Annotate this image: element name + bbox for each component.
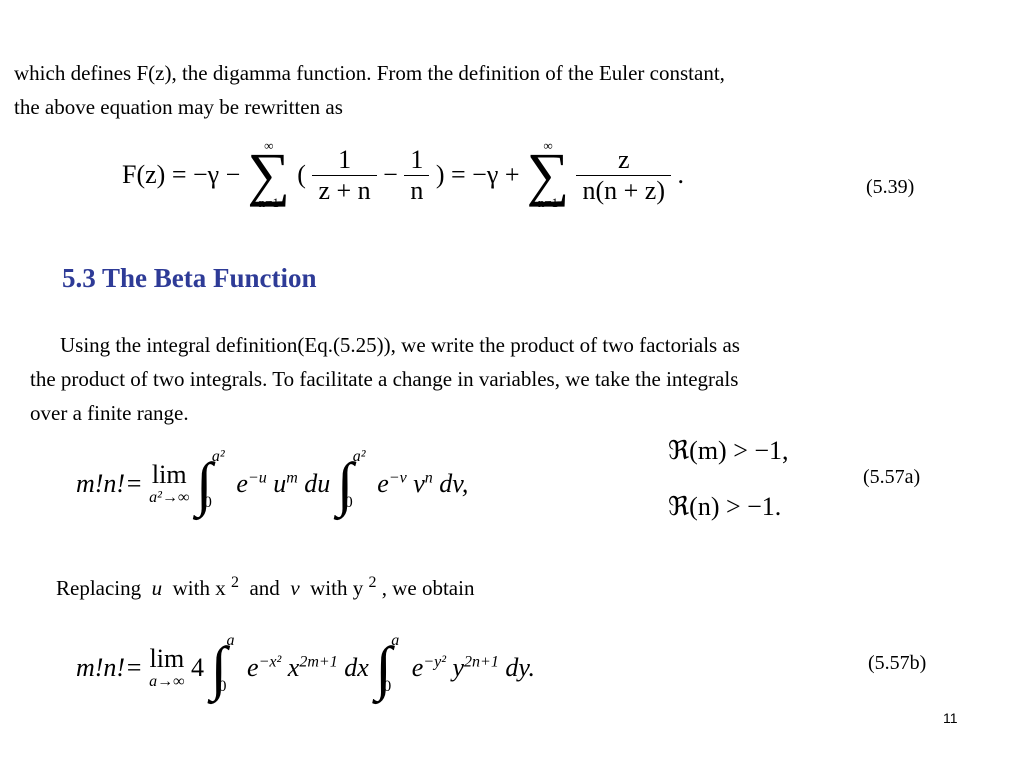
eq557a-condition-2: ℜ(n) > −1. [668, 492, 782, 521]
eq557b-e1: e [247, 653, 259, 682]
eq539-frac3-num: z [617, 144, 630, 174]
eq557a-exp-m: m [286, 469, 298, 487]
eq557a-u: u [273, 469, 287, 498]
eq539-sum1-top: ∞ [264, 138, 274, 153]
eq557b-dy: dy. [505, 653, 535, 682]
eq539-lhs: F(z) = −γ − [122, 160, 241, 189]
replace-text-5: , we obtain [381, 576, 475, 600]
eq557b-int1-lower: 0 [218, 678, 227, 695]
eq557a-integral-2: ∫ a² 0 [336, 448, 371, 517]
eq557a-condition-1: ℜ(m) > −1, [668, 436, 789, 465]
replace-sup-1: 2 [230, 574, 239, 591]
eq539-label: (5.39) [866, 176, 915, 198]
para-line-3: over a finite range. [30, 401, 189, 425]
eq539-period: . [677, 160, 685, 189]
eq557b-exp-y: 2n+1 [464, 653, 499, 671]
eq539-fraction-1: 1 z + n [312, 144, 377, 206]
section-heading: 5.3 The Beta Function [62, 263, 317, 293]
para-line-1: Using the integral definition(Eq.(5.25))… [60, 333, 740, 357]
eq557a-integrand-2: e−v vn dv, [377, 469, 468, 499]
eq539-frac2-num: 1 [410, 144, 424, 174]
equation-5-39: F(z) = −γ − ∞ ∑ n=1 ( 1 z + n − 1 n ) = … [122, 138, 685, 220]
eq557b-y: y [452, 653, 465, 682]
eq539-sum-2: ∞ ∑ n=1 [526, 138, 570, 210]
replace-text-4: with y [310, 576, 364, 600]
eq557a-exp2: −v [388, 469, 407, 487]
eq557b-int2-lower: 0 [383, 678, 392, 695]
eq557b-dx: dx [344, 653, 369, 682]
eq539-frac3-den: n(n + z) [576, 174, 672, 206]
eq539-fraction-3: z n(n + z) [576, 144, 672, 206]
eq557a-e1: e [236, 469, 248, 498]
eq557b-integral-2: ∫ a 0 [375, 632, 405, 701]
replace-u: u [151, 576, 163, 600]
eq539-minus: − [383, 160, 398, 189]
page-number: 11 [943, 710, 958, 726]
eq557b-exp1: −x² [258, 653, 282, 671]
eq557a-exp1: −u [247, 469, 267, 487]
eq557a-int1-lower: 0 [203, 494, 212, 511]
eq557b-label: (5.57b) [868, 652, 927, 674]
eq557a-du: du [304, 469, 331, 498]
eq557b-integrand-1: e−x² x2m+1 dx [247, 653, 369, 683]
eq539-sum2-bottom: n=1 [537, 195, 559, 210]
eq557b-coef: 4 [191, 653, 205, 682]
eq557b-exp-x: 2m+1 [299, 653, 338, 671]
eq557a-exp-n: n [424, 469, 433, 487]
intro-line-2: the above equation may be rewritten as [14, 95, 343, 119]
eq539-sum1-bottom: n=1 [258, 195, 279, 210]
integral-icon: ∫ [375, 635, 392, 701]
eq557b-lim-sub: a→∞ [149, 673, 185, 690]
eq557a-lim: lim [151, 460, 187, 489]
replace-line: Replacing u with x 2 and v with y 2 , we… [56, 566, 474, 605]
eq557b-integral-1: ∫ a 0 [210, 632, 241, 701]
eq557b-x: x [287, 653, 300, 682]
integral-icon: ∫ [210, 635, 227, 701]
para-line-2: the product of two integrals. To facilit… [30, 367, 739, 391]
intro-line-1: which defines F(z), the digamma function… [14, 61, 725, 85]
replace-sup-2: 2 [368, 574, 377, 591]
eq557a-v: v [413, 469, 425, 498]
eq557a-lhs: m!n!= [76, 469, 143, 498]
replace-text-3: and [249, 576, 280, 600]
eq539-frac1-num: 1 [338, 144, 352, 174]
eq539-open-paren: ( [297, 160, 306, 189]
eq557b-int2-upper: a [391, 632, 400, 649]
replace-v: v [290, 576, 300, 600]
eq539-close-eq: ) = −γ + [435, 160, 520, 189]
equation-5-57b: m!n!= lim a→∞ 4 ∫ a 0 e−x² x2m+1 dx ∫ a … [76, 632, 535, 706]
eq557a-lim-sub: a²→∞ [149, 489, 190, 506]
eq539-frac1-den: z + n [312, 174, 377, 206]
sigma-icon: ∑ [526, 141, 570, 207]
eq557a-label: (5.57a) [863, 466, 921, 488]
eq557a-int1-upper: a² [211, 448, 225, 465]
eq557a-limit: lim a²→∞ [149, 461, 189, 507]
eq539-sum2-top: ∞ [543, 138, 553, 153]
eq557a-int2-upper: a² [352, 448, 366, 465]
eq557b-exp2: −y² [423, 653, 446, 671]
eq539-fraction-2: 1 n [404, 144, 430, 206]
eq557b-limit: lim a→∞ [149, 645, 184, 691]
sigma-icon: ∑ [247, 141, 291, 207]
eq557a-integrand-1: e−u um du [236, 469, 330, 499]
integral-icon: ∫ [195, 451, 213, 517]
eq557b-int1-upper: a [226, 632, 235, 649]
eq557a-e2: e [377, 469, 389, 498]
integral-icon: ∫ [336, 451, 354, 517]
eq557b-lhs: m!n!= [76, 653, 143, 682]
eq557b-e2: e [411, 653, 424, 682]
eq557b-integrand-2: e−y² y2n+1 dy. [412, 653, 535, 683]
replace-text-2: with x [172, 576, 226, 600]
eq557a-integral-1: ∫ a² 0 [195, 448, 230, 517]
eq539-sum-1: ∞ ∑ n=1 [247, 138, 291, 210]
equation-5-57a: m!n!= lim a²→∞ ∫ a² 0 e−u um du ∫ a² 0 e… [76, 448, 468, 522]
eq557b-lim: lim [149, 644, 185, 673]
replace-text-1: Replacing [56, 576, 142, 600]
eq539-frac2-den: n [404, 174, 430, 206]
eq557a-int2-lower: 0 [344, 494, 353, 511]
eq557a-dv: dv, [439, 469, 469, 498]
